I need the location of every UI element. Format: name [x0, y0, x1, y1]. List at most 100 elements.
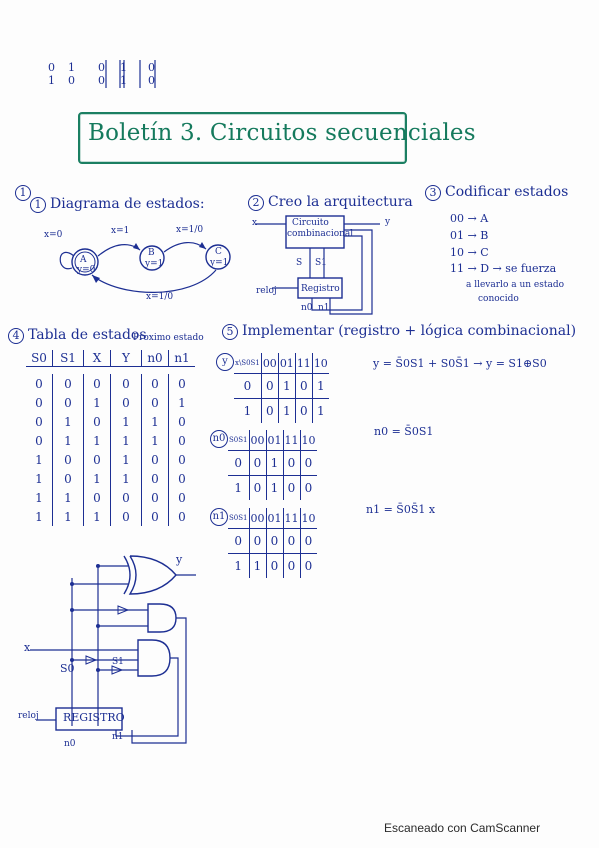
logic-circuit: [30, 555, 196, 744]
state-a-output: y=0: [77, 265, 96, 275]
state-table-cell: 1: [52, 488, 84, 507]
state-table-header: S0 S1 X Y n0 n1: [26, 350, 195, 367]
state-table-cell: 1: [26, 488, 53, 507]
state-table-cell: 0: [110, 374, 142, 393]
circuit-s0-label: S0: [60, 662, 75, 675]
edge-back-label: x=1/0: [146, 292, 174, 302]
kmap-cell: 0: [249, 450, 267, 476]
kmap-col-header: 01: [266, 430, 284, 451]
state-b-output: y=1: [145, 259, 164, 269]
kmap-corner: S0S1: [228, 508, 250, 529]
kmap-cell: 1: [278, 398, 296, 423]
state-table-cell: 0: [141, 393, 169, 412]
kmap-cell: 0: [266, 553, 284, 578]
encoding-item-1: 00 → A: [450, 212, 489, 225]
equation-n1: n1 = S̄0S̄1 x: [366, 503, 436, 516]
top-matrix: [44, 60, 174, 95]
kmap-corner: S0S1: [228, 430, 250, 451]
kmap-row-header: 0: [234, 373, 262, 399]
state-table-cell: 1: [83, 431, 111, 450]
state-b-label: B: [148, 248, 155, 258]
state-table-cell: 0: [52, 374, 84, 393]
state-table-cell: 0: [52, 393, 84, 412]
state-table-cell: 0: [83, 412, 111, 431]
kmap-cell: 0: [249, 528, 267, 554]
title-box: [78, 112, 407, 164]
state-table-cell: 0: [52, 450, 84, 469]
state-table-cell: 0: [26, 412, 53, 431]
kmap-cell: 1: [278, 373, 296, 399]
state-b-circle: [139, 245, 165, 271]
state-a-label: A: [80, 255, 87, 265]
state-table-cell: 1: [110, 469, 142, 488]
register-box: [55, 707, 123, 731]
problem-number: 1: [15, 181, 35, 201]
kmap-n0-label: n0: [210, 430, 228, 448]
state-table-cell: 1: [26, 450, 53, 469]
kmap-row-header: 1: [228, 475, 250, 500]
kmap-cell: 0: [283, 553, 301, 578]
circuit-clock-label: reloj: [18, 711, 39, 721]
kmap-col-header: 01: [278, 353, 296, 374]
state-table-cell: 1: [52, 507, 84, 526]
state-table: S0 S1 X Y n0 n1: [26, 350, 195, 367]
arch-input: x: [252, 218, 258, 228]
arch-register: Registro: [301, 284, 340, 294]
state-table-cell: 1: [26, 469, 53, 488]
arch-s0: S: [296, 258, 303, 268]
state-table-cell: 0: [141, 507, 169, 526]
state-table-cell: 0: [178, 490, 186, 505]
arch-clock: reloj: [256, 286, 277, 296]
xor-gate: [128, 555, 177, 595]
kmap-cell: 0: [261, 398, 279, 423]
state-table-cell: 0: [178, 471, 186, 486]
state-c-circle: [205, 244, 231, 270]
circuit-s1-label: S1: [112, 657, 124, 667]
page-title: Boletín 3. Circuitos secuenciales: [88, 120, 476, 146]
state-table-cell: 0: [141, 450, 169, 469]
kmap-cell: 0: [300, 450, 317, 476]
kmap-cell: 1: [249, 553, 267, 578]
state-table-cell: 0: [110, 488, 142, 507]
kmap-y-label: y: [216, 353, 234, 371]
kmap-cell: 0: [304, 481, 313, 495]
state-table-cell: 1: [26, 507, 53, 526]
encoding-item-2: 01 → B: [450, 229, 489, 242]
camscanner-watermark: Escaneado con CamScanner: [384, 821, 541, 835]
circuit-n1-label: n1: [112, 732, 124, 742]
state-table-cell: 0: [26, 393, 53, 412]
state-table-cell: 1: [83, 469, 111, 488]
state-table-cell: 0: [83, 450, 111, 469]
kmap-cell: 1: [266, 475, 284, 500]
kmap-cell: 1: [266, 450, 284, 476]
kmap-cell: 0: [295, 373, 313, 399]
state-table-cell: 0: [141, 488, 169, 507]
circuit-register-label: REGISTRO: [63, 711, 125, 724]
state-table-cell: 0: [83, 488, 111, 507]
state-table-cell: 1: [52, 431, 84, 450]
state-table-cell: 0: [178, 509, 186, 524]
and-gate-n0: [147, 603, 177, 633]
arch-output: y: [385, 217, 391, 227]
kmap-cell: 0: [283, 475, 301, 500]
state-table-cell: 1: [52, 412, 84, 431]
encoding-item-4: 11 → D → se fuerza: [450, 262, 557, 275]
edge-a-self-label: x=0: [44, 230, 63, 240]
kmap-n1-label: n1: [210, 508, 228, 526]
state-table-cell: 0: [110, 507, 142, 526]
next-state-label: Proximo estado: [133, 333, 204, 343]
